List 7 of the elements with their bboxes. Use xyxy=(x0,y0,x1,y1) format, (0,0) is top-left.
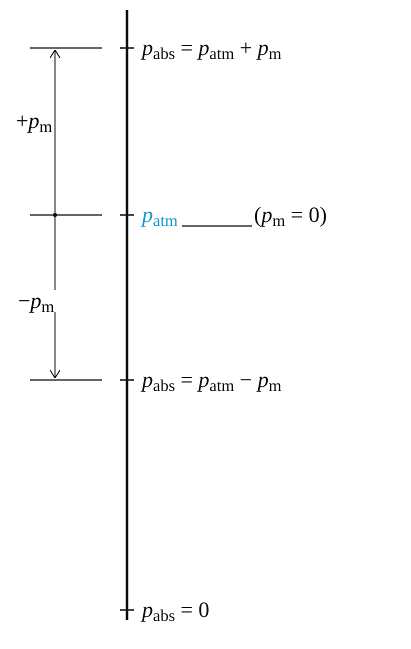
formula-label: p$_{atm}$ xyxy=(142,204,178,226)
formula-label: p$_{abs}$ = p$_{atm}$ − p$_{m}$ xyxy=(142,369,282,391)
dimension-label: −p$_{m}$ xyxy=(16,290,56,312)
formula-label: p$_{abs}$ = p$_{atm}$ + p$_{m}$ xyxy=(142,37,282,59)
leader-line xyxy=(182,225,252,227)
formula-label: (p$_{m}$ = 0) xyxy=(254,204,327,226)
formula-label: p$_{abs}$ = 0 xyxy=(142,599,210,621)
